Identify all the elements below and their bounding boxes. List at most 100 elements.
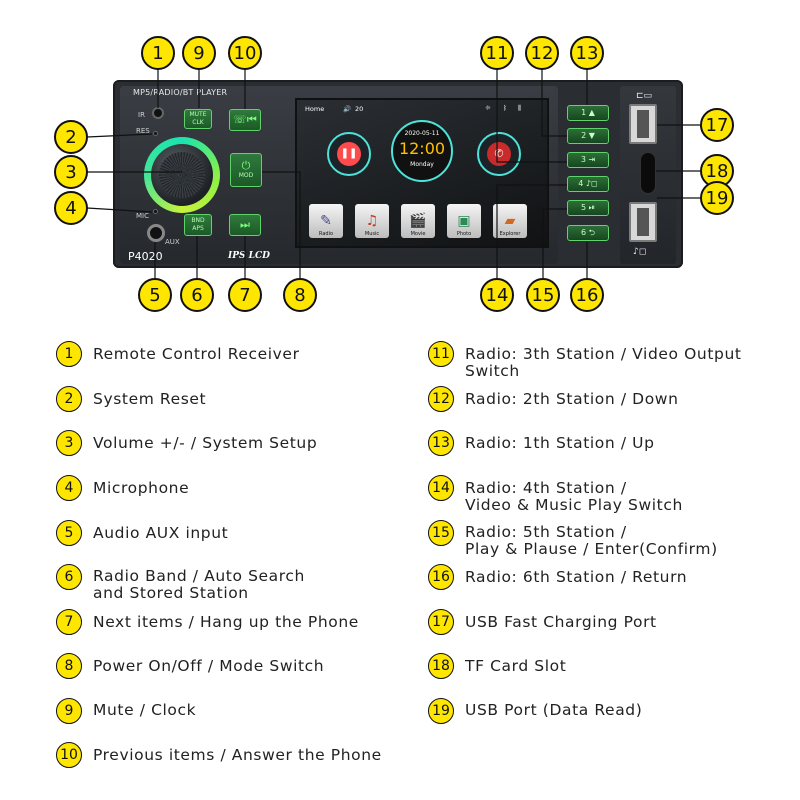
tile-radio[interactable]: ✎ — [309, 204, 343, 238]
legend-text-16: Radio: 6th Station / Return — [465, 568, 688, 586]
legend-badge-1: 1 — [56, 341, 82, 367]
tile-photo-label: Photo — [456, 231, 472, 237]
tf-card-slot[interactable] — [640, 152, 656, 194]
mute-clock-label: MUTE CLK — [189, 111, 207, 126]
legend-text-17: USB Fast Charging Port — [465, 613, 657, 631]
usb-charging-port[interactable] — [629, 104, 657, 144]
weekday-text: Monday — [410, 161, 434, 168]
legend-text-8: Power On/Off / Mode Switch — [93, 657, 325, 675]
callout-6: 6 — [180, 278, 214, 312]
legend-text-10: Previous items / Answer the Phone — [93, 746, 382, 764]
legend-text-15: Radio: 5th Station / Play & Plause / Ent… — [465, 523, 718, 558]
legend-text-13: Radio: 1th Station / Up — [465, 434, 655, 452]
callout-2: 2 — [54, 120, 88, 154]
legend-badge-10: 10 — [56, 742, 82, 768]
legend-text-5: Audio AUX input — [93, 524, 229, 542]
clock-widget: 2020-05-11 12:00 Monday — [391, 120, 453, 182]
preset-3-button[interactable]: 3 ⇥ — [567, 152, 609, 168]
callout-1: 1 — [141, 36, 175, 70]
usb-data-port[interactable] — [629, 202, 657, 242]
next-hangup-button[interactable]: ⏭ — [229, 214, 261, 236]
ir-label: IR — [138, 111, 145, 119]
tile-radio-label: Radio — [318, 231, 334, 237]
date-text: 2020-05-11 — [404, 130, 440, 137]
legend-badge-12: 12 — [428, 386, 454, 412]
photo-tile-icon: ▣ — [457, 213, 471, 229]
tile-photo[interactable]: ▣ — [447, 204, 481, 238]
tile-explorer-label: Explorer — [499, 231, 521, 237]
legend-badge-4: 4 — [56, 475, 82, 501]
header-label: MP5/RADIO/BT PLAYER — [133, 88, 228, 97]
legend-badge-19: 19 — [428, 698, 454, 724]
legend-badge-7: 7 — [56, 609, 82, 635]
legend-badge-6: 6 — [56, 564, 82, 590]
screen-home-label: Home — [305, 105, 325, 113]
legend-text-2: System Reset — [93, 390, 207, 408]
callout-11: 11 — [480, 36, 514, 70]
tile-explorer[interactable]: ▰ — [493, 204, 527, 238]
speaker-icon: 🔊 — [343, 105, 352, 113]
tile-music[interactable]: ♫ — [355, 204, 389, 238]
legend-text-7: Next items / Hang up the Phone — [93, 613, 359, 631]
legend-badge-14: 14 — [428, 475, 454, 501]
charge-icon: ⊏▭ — [636, 91, 653, 101]
mic-hole — [153, 209, 158, 214]
explorer-tile-icon: ▰ — [504, 213, 516, 229]
volume-knob[interactable] — [151, 144, 213, 206]
phone-previous-icon: ☏⏮ — [233, 113, 257, 126]
media-icon: ♪◻ — [633, 247, 647, 257]
legend-badge-2: 2 — [56, 386, 82, 412]
callout-5: 5 — [138, 278, 172, 312]
callout-4: 4 — [54, 191, 88, 225]
power-icon: ⏻ — [241, 159, 251, 172]
callout-3: 3 — [54, 155, 88, 189]
preset-6-button[interactable]: 6 ⮌ — [567, 225, 609, 241]
lcd-screen: Home 🔊 20 ☼ ᛒ ⫼ ❚❚ 2020-05-11 12:00 Mond… — [295, 98, 549, 248]
time-text: 12:00 — [398, 139, 446, 158]
radio-widget[interactable]: ❚❚ — [327, 132, 371, 176]
aux-label: AUX — [165, 238, 180, 246]
legend-text-9: Mute / Clock — [93, 701, 197, 719]
band-aps-button[interactable]: BND APS — [184, 214, 212, 236]
legend-badge-5: 5 — [56, 520, 82, 546]
legend-text-4: Microphone — [93, 479, 190, 497]
pause-icon: ❚❚ — [337, 142, 361, 166]
power-mode-button[interactable]: ⏻ MOD — [230, 153, 262, 187]
legend-badge-9: 9 — [56, 698, 82, 724]
mute-clock-button[interactable]: MUTE CLK — [184, 109, 212, 129]
legend-text-11: Radio: 3th Station / Video Output Switch — [465, 345, 742, 380]
preset-1-button[interactable]: 1 ▲ — [567, 105, 609, 121]
legend-badge-3: 3 — [56, 430, 82, 456]
legend-badge-16: 16 — [428, 564, 454, 590]
mic-label: MIC — [136, 212, 149, 220]
legend-badge-8: 8 — [56, 653, 82, 679]
band-aps-label: BND APS — [191, 217, 205, 232]
aux-jack[interactable] — [147, 224, 165, 242]
callout-19: 19 — [700, 181, 734, 215]
legend-badge-17: 17 — [428, 609, 454, 635]
movie-tile-icon: 🎬 — [409, 213, 427, 229]
preset-5-button[interactable]: 5 ⏯ — [567, 200, 609, 216]
tile-music-label: Music — [364, 231, 380, 237]
callout-13: 13 — [570, 36, 604, 70]
callout-10: 10 — [228, 36, 262, 70]
mod-label: MOD — [238, 172, 254, 179]
callout-14: 14 — [480, 278, 514, 312]
preset-4-button[interactable]: 4 ♪◻ — [567, 176, 609, 192]
callout-15: 15 — [526, 278, 560, 312]
res-label: RES — [136, 127, 150, 135]
legend-text-19: USB Port (Data Read) — [465, 701, 643, 719]
model-label: P4020 — [128, 250, 163, 263]
legend-text-18: TF Card Slot — [465, 657, 567, 675]
tile-movie[interactable]: 🎬 — [401, 204, 435, 238]
callout-8: 8 — [283, 278, 317, 312]
music-tile-icon: ♫ — [365, 213, 379, 229]
reset-hole[interactable] — [153, 131, 158, 136]
legend-badge-13: 13 — [428, 430, 454, 456]
preset-2-button[interactable]: 2 ▼ — [567, 128, 609, 144]
tile-movie-label: Movie — [410, 231, 426, 237]
brightness-icon: ☼ — [485, 104, 491, 112]
previous-answer-button[interactable]: ☏⏮ — [229, 109, 261, 131]
